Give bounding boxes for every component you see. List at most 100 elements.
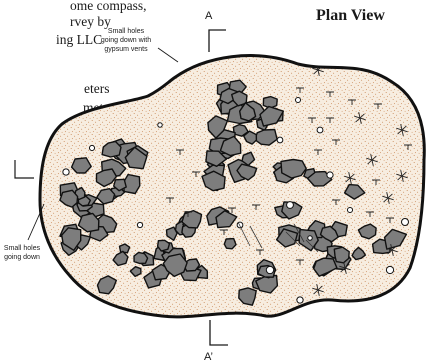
floor-hole bbox=[385, 265, 395, 275]
rock bbox=[238, 287, 257, 306]
rock bbox=[101, 140, 122, 158]
rock bbox=[333, 246, 350, 264]
floor-hole bbox=[316, 126, 324, 134]
rock bbox=[319, 225, 339, 243]
crack-line bbox=[305, 239, 319, 253]
rock bbox=[242, 130, 258, 145]
gypsum-star-symbol bbox=[396, 170, 408, 182]
floor-tick-symbol bbox=[228, 207, 236, 213]
floor-tick-symbol bbox=[374, 103, 382, 109]
rock bbox=[124, 146, 148, 170]
floor-hole bbox=[294, 96, 302, 104]
holes-leader-line bbox=[27, 203, 45, 241]
rock bbox=[181, 209, 203, 229]
rock bbox=[61, 227, 82, 252]
rock bbox=[236, 163, 258, 181]
floor-tick-symbol bbox=[308, 117, 316, 123]
rock bbox=[262, 95, 278, 109]
breakdown-rocks bbox=[59, 79, 408, 306]
floor-tick-symbol bbox=[314, 149, 322, 155]
crack-line bbox=[285, 231, 301, 247]
left-bracket bbox=[14, 160, 34, 179]
rock bbox=[241, 151, 256, 167]
section-mark-top: A bbox=[205, 10, 226, 52]
rock bbox=[259, 105, 285, 127]
floor-hole bbox=[236, 221, 244, 229]
rock bbox=[223, 237, 237, 250]
floor-tick-symbol bbox=[296, 87, 304, 93]
header-line-1: ome compass, bbox=[70, 0, 147, 13]
crack-line bbox=[293, 223, 305, 243]
floor-hole bbox=[286, 201, 294, 209]
floor-hole bbox=[62, 168, 70, 176]
rock bbox=[343, 183, 366, 200]
rock bbox=[59, 189, 79, 208]
floor-hole bbox=[157, 122, 163, 128]
gypsum-note-line-1: Small holes bbox=[108, 28, 145, 35]
floor-tick-symbol bbox=[256, 249, 264, 255]
floor-hole bbox=[401, 218, 409, 226]
floor-hole bbox=[307, 235, 313, 241]
rock bbox=[280, 158, 307, 179]
gypsum-star-symbol bbox=[382, 192, 394, 204]
rock bbox=[95, 168, 118, 188]
rock bbox=[205, 150, 228, 168]
header-line-3: ing LLC bbox=[56, 32, 102, 47]
section-label-a-prime: A’ bbox=[204, 351, 213, 360]
gypsum-star-symbol bbox=[386, 244, 398, 256]
annotation-small-holes: Small holes going down bbox=[4, 203, 45, 261]
rock bbox=[129, 266, 142, 278]
rock bbox=[219, 135, 242, 157]
floor-tick-symbol bbox=[404, 144, 412, 150]
floor-tick-symbol bbox=[332, 139, 340, 145]
floor-tick-symbol bbox=[220, 229, 228, 235]
rock bbox=[133, 251, 149, 265]
floor-tick-symbol bbox=[366, 211, 374, 217]
gypsum-star-symbol bbox=[344, 172, 356, 184]
rock bbox=[306, 170, 333, 187]
floor-symbols bbox=[62, 64, 412, 304]
floor-tick-symbol bbox=[332, 199, 340, 205]
rock bbox=[70, 157, 92, 174]
floor-tick-symbol bbox=[296, 259, 304, 265]
plan-view-title: Plan View bbox=[316, 7, 385, 24]
gypsum-star-symbol bbox=[339, 262, 351, 274]
floor-tick-symbol bbox=[326, 117, 334, 123]
floor-tick-symbol bbox=[326, 91, 334, 97]
rock bbox=[232, 123, 249, 137]
rock bbox=[207, 115, 229, 139]
header-line-4: eters bbox=[84, 81, 109, 96]
floor-tick-symbol bbox=[166, 197, 174, 203]
rock bbox=[351, 246, 367, 261]
rock bbox=[313, 257, 338, 277]
gypsum-note-line-2: going down with bbox=[101, 37, 151, 44]
rock bbox=[162, 253, 188, 278]
floor-hole bbox=[136, 221, 144, 229]
floor-hole bbox=[276, 136, 284, 144]
rock bbox=[383, 228, 408, 250]
crack-line bbox=[249, 225, 263, 249]
floor-hole bbox=[265, 265, 275, 275]
holes-note-line-1: Small holes bbox=[4, 245, 41, 252]
rock bbox=[77, 212, 100, 233]
floor-tick-symbol bbox=[192, 171, 200, 177]
rock bbox=[112, 250, 129, 267]
holes-note-line-2: going down bbox=[4, 254, 40, 261]
floor-hole bbox=[88, 144, 96, 152]
section-label-a: A bbox=[205, 10, 213, 22]
floor-tick-symbol bbox=[386, 217, 394, 223]
rock bbox=[357, 223, 377, 240]
rock bbox=[230, 90, 248, 107]
floor-hole bbox=[326, 171, 334, 179]
rock bbox=[165, 226, 178, 242]
annotation-gypsum-vents: Small holes going down with gypsum vents bbox=[101, 28, 179, 63]
gypsum-star-symbol bbox=[366, 154, 378, 166]
rock bbox=[112, 178, 127, 192]
rock bbox=[156, 239, 171, 252]
rock bbox=[254, 128, 278, 146]
floor-tick-symbol bbox=[184, 211, 192, 217]
floor-hole bbox=[346, 206, 354, 214]
floor-tick-symbol bbox=[252, 204, 260, 210]
rock bbox=[275, 228, 299, 248]
